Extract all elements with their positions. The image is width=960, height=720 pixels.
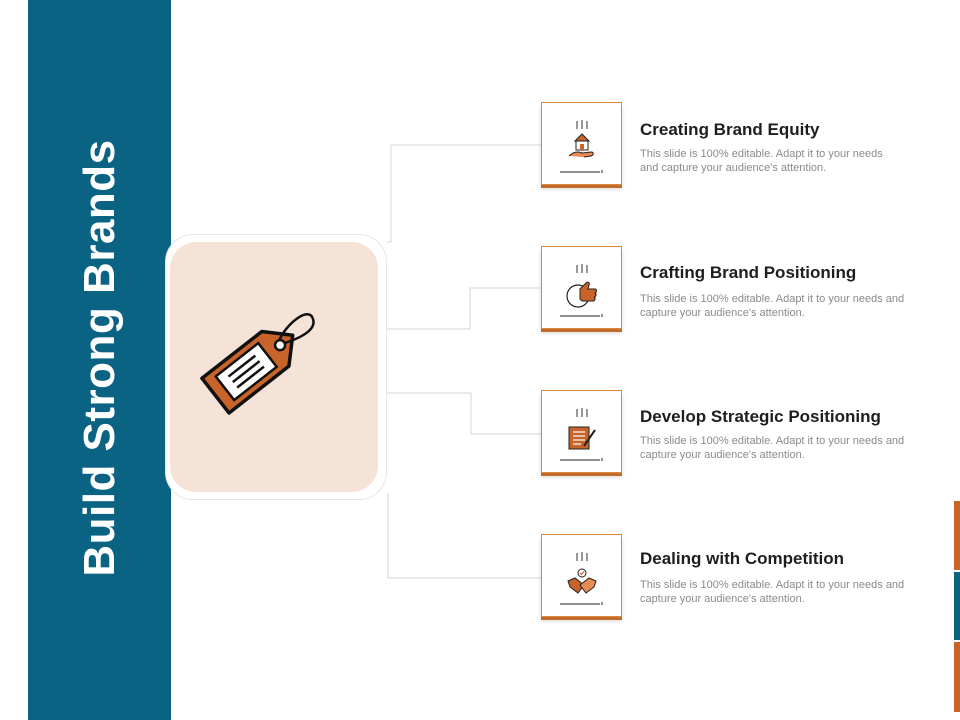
item-card-3 [541, 390, 622, 473]
checklist-pen-icon [560, 408, 603, 461]
item-title-4: Dealing with Competition [640, 549, 844, 568]
item-card-4 [541, 534, 622, 617]
item-title-3: Develop Strategic Positioning [640, 407, 881, 426]
sidebar-band [28, 0, 171, 720]
item-desc-3: This slide is 100% editable. Adapt it to… [640, 435, 905, 461]
handshake-icon [560, 552, 603, 605]
accent-bar-3 [954, 642, 960, 712]
accent-bar-1 [954, 501, 960, 570]
price-tag-icon [200, 313, 315, 415]
item-title-2: Crafting Brand Positioning [640, 263, 857, 282]
accent-bar-2 [954, 572, 960, 640]
item-title-1: Creating Brand Equity [640, 120, 820, 139]
item-desc-2: This slide is 100% editable. Adapt it to… [640, 293, 905, 319]
item-desc-4: This slide is 100% editable. Adapt it to… [640, 579, 905, 605]
item-card-1 [541, 102, 622, 185]
house-in-hand-icon [560, 120, 603, 173]
thumbs-up-icon [560, 264, 603, 317]
item-card-2 [541, 246, 622, 329]
item-desc-1: This slide is 100% editable. Adapt it to… [640, 148, 883, 174]
